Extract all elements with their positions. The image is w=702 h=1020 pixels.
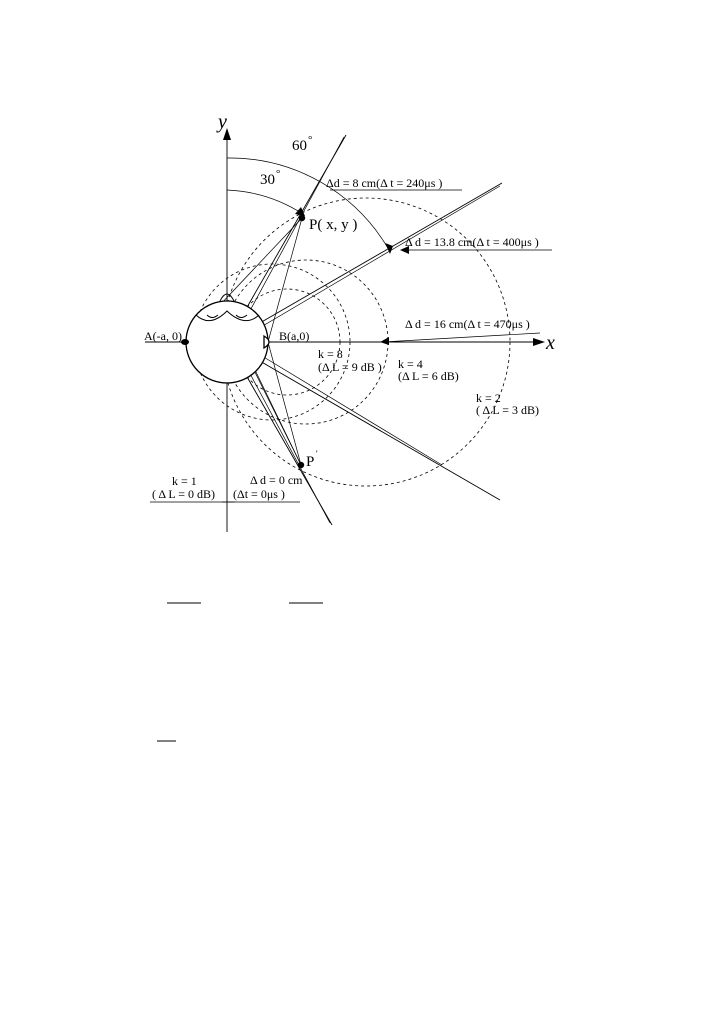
leader-d16-arrow <box>380 337 389 345</box>
left-ear-icon <box>181 339 189 345</box>
angle-arcs: 60 ° 30 ° <box>226 134 393 254</box>
label-d0-line1: Δ d = 0 cm <box>250 473 303 487</box>
label-d0-line2: (Δt = 0μs ) <box>233 487 285 501</box>
path-difference-labels: Δd = 8 cm(Δ t = 240μs ) Δ d = 13.8 cm(Δ … <box>222 176 552 503</box>
left-eye-icon <box>206 314 219 318</box>
point-p-label: P( x, y ) <box>309 217 357 233</box>
point-b-label: B(a,0) <box>279 329 309 343</box>
hair-line-icon <box>195 310 260 322</box>
right-eye-icon <box>235 314 248 318</box>
k2-label: k = 2 <box>476 391 501 405</box>
point-pprime-label: P <box>306 454 314 470</box>
line-p-to-b <box>267 217 303 343</box>
label-d13: Δ d = 13.8 cm(Δ t = 400μs ) <box>405 235 539 249</box>
line-30-lower <box>226 341 501 501</box>
points: A(-a, 0) B(a,0) P( x, y ) P ' <box>144 214 357 470</box>
line-30-upper <box>226 182 503 343</box>
point-pprime-mark: ' <box>316 449 318 459</box>
nose-icon <box>219 293 235 302</box>
k-labels: k = 8 (Δ L = 9 dB ) k = 4 (Δ L = 6 dB) k… <box>152 347 539 501</box>
line-pprime-curve <box>255 371 302 466</box>
line-pprime-to-b <box>267 341 302 466</box>
k1-db-label: ( Δ L = 0 dB) <box>152 487 215 501</box>
line-30-upper-b <box>243 185 501 338</box>
line-60-upper-b <box>232 136 345 343</box>
label-d16: Δ d = 16 cm(Δ t = 470μs ) <box>405 317 530 331</box>
right-ear-icon <box>263 334 270 350</box>
line-30-lower-b <box>261 355 443 466</box>
fraction-bars <box>157 602 323 742</box>
point-p-dot <box>298 214 306 222</box>
k2-db-label: ( Δ L = 3 dB) <box>476 403 539 417</box>
y-axis-label: y <box>216 111 227 133</box>
x-axis-arrow <box>533 338 545 346</box>
leader-d16 <box>382 332 541 343</box>
head-circle <box>185 300 269 384</box>
angle-60-label: 60 <box>292 138 307 154</box>
angle-60-degree: ° <box>308 134 312 146</box>
k8-db-label: (Δ L = 9 dB ) <box>318 360 382 374</box>
head <box>181 293 270 384</box>
k4-label: k = 4 <box>398 357 423 371</box>
y-axis-arrow <box>223 128 231 140</box>
k4-db-label: (Δ L = 6 dB) <box>398 369 459 383</box>
label-d8: Δd = 8 cm(Δ t = 240μs ) <box>326 176 442 190</box>
k8-circle <box>233 288 341 396</box>
k1-label: k = 1 <box>172 474 197 488</box>
point-pprime-dot <box>297 461 305 469</box>
arc-60 <box>226 157 390 251</box>
leader-d13-arrow <box>400 246 409 254</box>
angle-30-degree: ° <box>276 168 280 180</box>
arc-30 <box>226 189 304 215</box>
point-a-label: A(-a, 0) <box>144 329 182 343</box>
x-axis-label: x <box>545 332 555 354</box>
angle-30-label: 30 <box>260 172 275 188</box>
k8-label: k = 8 <box>318 347 343 361</box>
